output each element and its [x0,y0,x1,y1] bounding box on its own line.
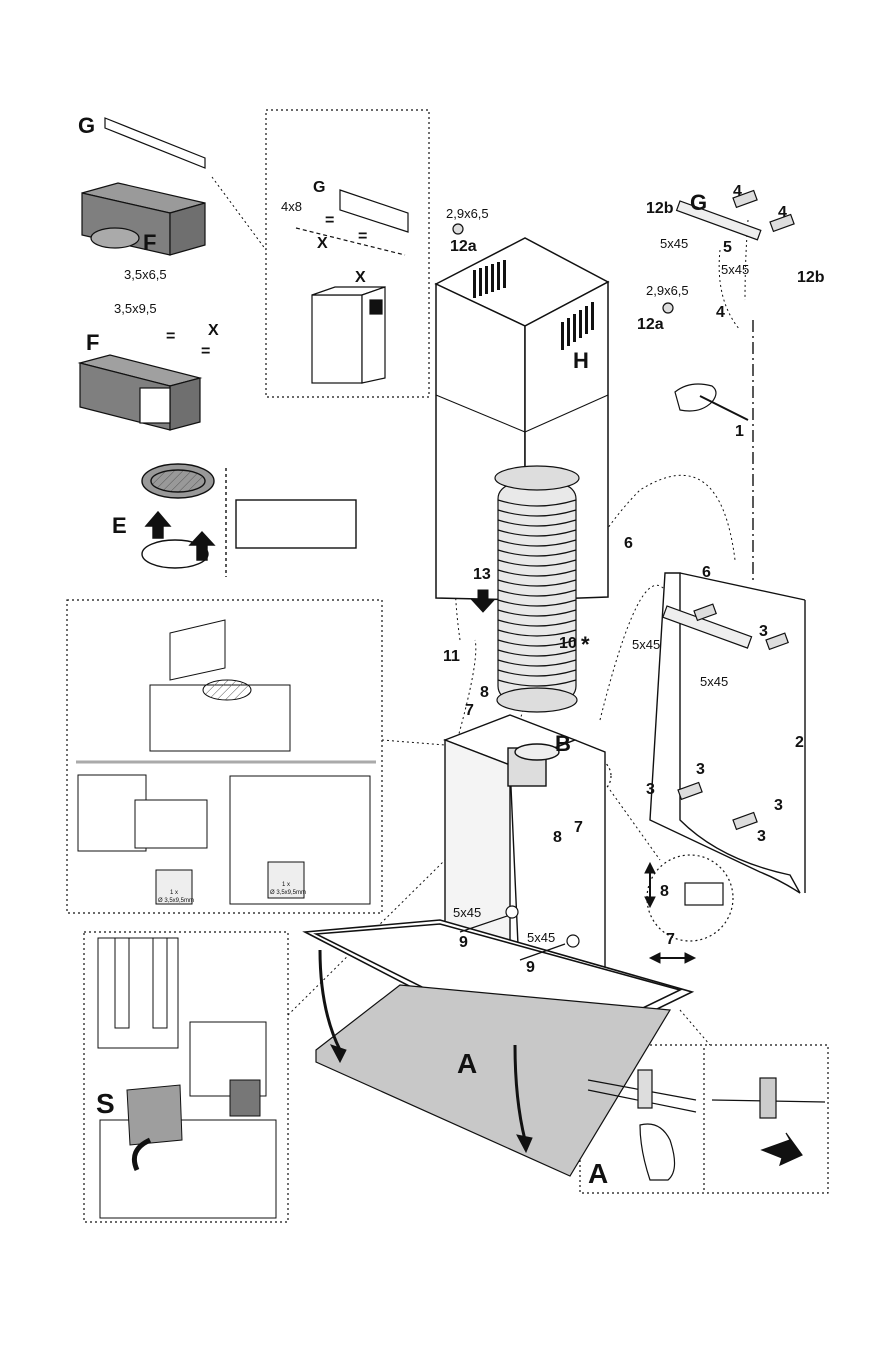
step-4-label-a: 4 [733,183,742,200]
step-3-label-c: 3 [646,781,655,798]
screw-2965-label-b: 2,9x6,5 [646,283,689,298]
inset-bracket-detail-circle [646,854,734,942]
step-9-label-b: 9 [526,959,535,976]
step-12a-label-b: 12a [637,316,664,333]
motor-body [443,714,606,991]
movement-arrows [131,589,697,1172]
step-8-label-c: 8 [660,883,669,900]
step-9-label-a: 9 [459,934,468,951]
part-a-label-main: A [457,1048,478,1079]
dim-eq-3: = [325,212,335,229]
screw-545-label-a: 5x45 [660,236,689,251]
flex-duct [494,465,580,713]
filter-box-mid [77,354,203,431]
chimney-vent-grille [473,260,594,350]
inset-g-label: G [313,179,326,196]
dim-3595-label: 3,5x9,5 [114,301,157,316]
part-s-label: S [96,1088,115,1119]
part-e-label: E [112,513,127,538]
screw-info-qty-b: 1 x [282,882,291,888]
chimney [434,237,610,601]
part-h-label: H [573,348,589,373]
dim-eq-1: = [166,328,176,345]
wall [649,320,806,894]
screw-545-label-b: 5x45 [721,262,750,277]
screw-545-label-f: 5x45 [527,930,556,945]
inset-frames [66,109,829,1223]
screw-info-qty-a: 1 x [170,890,179,896]
inset-service-drawing [97,937,277,1219]
step-3-label-e: 3 [757,828,766,845]
screw-545-label-d: 5x45 [700,674,729,689]
dim-eq-2: = [201,343,211,360]
step-6-label-a: 6 [624,535,633,552]
inset-service-frame [83,931,289,1223]
dim-x-label-filter: X [208,322,219,339]
screw-545-label-e: 5x45 [453,905,482,920]
inset-filter-drawing [76,619,376,905]
step-4-label-c: 4 [716,304,725,321]
wall-bracket-g-label: G [690,190,708,215]
screw-545-label-c: 5x45 [632,637,661,652]
step-7-label-c: 7 [666,931,675,948]
glass-shelf [315,984,672,1177]
dim-3565-label: 3,5x6,5 [124,267,167,282]
step-1-label: 1 [735,423,744,440]
step-5-label: 5 [723,239,732,256]
inset-glass-release-frame [579,1044,829,1194]
part-b-label: B [555,731,571,756]
step-3-label-d: 3 [774,797,783,814]
screws-and-plugs [452,189,795,961]
step-7-label-a: 7 [465,702,474,719]
part-f-label-mid: F [86,330,100,355]
step-7-label-b: 7 [574,819,583,836]
filter-box-top [81,117,206,256]
part-a-label-inset: A [588,1158,609,1189]
inset-glass-release-drawing [587,1048,826,1190]
dim-x-label-chimney: X [355,269,366,286]
step-10-label: 10 [559,635,577,652]
step-12b-label-b: 12b [797,269,825,286]
inset-bracket-spacing-frame [265,109,430,398]
screw-2965-label-a: 2,9x6,5 [446,206,489,221]
step-8-label-b: 8 [553,829,562,846]
inset-filter-bracket-frame [66,599,383,914]
step-4-label-b: 4 [778,204,787,221]
step-8-label-a: 8 [480,684,489,701]
inset-bracket-drawing [295,189,409,384]
screw-info-size-a: Ø 3,5x9,5mm [158,898,195,904]
hand-pencil [674,383,749,421]
dim-x-label-inset: X [317,235,328,252]
filter-e [141,463,357,577]
step-12b-label-a: 12b [646,200,674,217]
part-g-label-top: G [78,113,96,138]
step-3-label-a: 3 [759,623,768,640]
step-13-label: 13 [473,566,491,583]
dim-4x8-label: 4x8 [281,199,302,214]
step-12a-label-a: 12a [450,238,477,255]
step-6-label-b: 6 [702,564,711,581]
part-f-label-top: F [143,230,157,255]
step-11-label: 11 [443,648,460,665]
screw-info-size-b: Ø 3,5x9,5mm [270,890,307,896]
dim-eq-4: = [358,228,368,245]
step-2-label: 2 [795,734,804,751]
step-10-asterisk: * [581,632,590,657]
step-3-label-b: 3 [696,761,705,778]
